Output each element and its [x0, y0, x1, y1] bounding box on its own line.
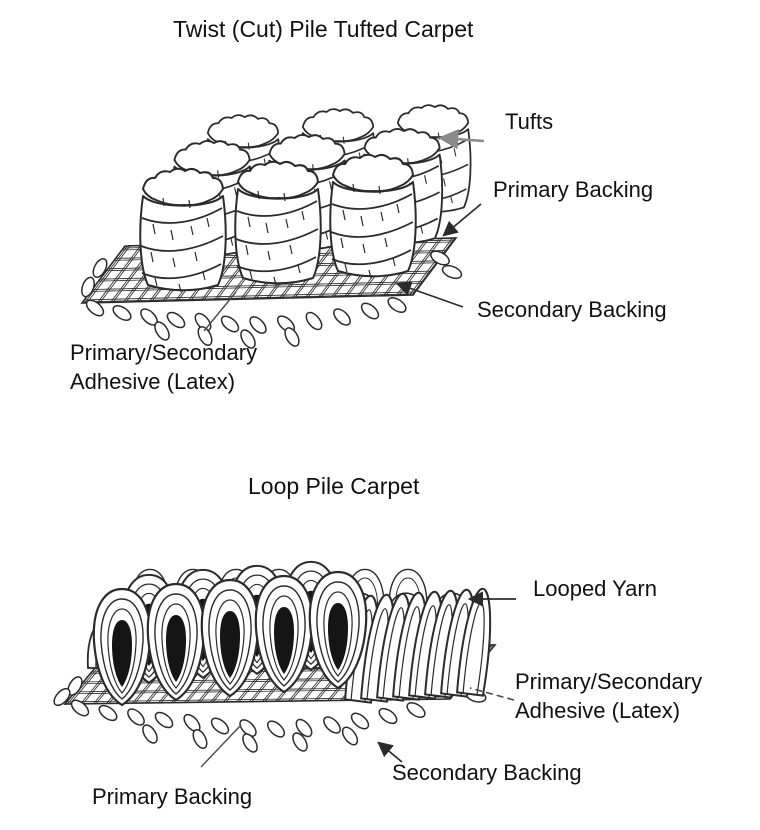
- adhesive-leader-line: [203, 291, 237, 332]
- looped-yarn-label: Looped Yarn: [533, 576, 657, 601]
- loop-pile-illustration: [50, 560, 498, 756]
- tufts-label: Tufts: [505, 109, 554, 134]
- adhesive-label-line1: Primary/Secondary: [70, 340, 258, 365]
- loop-secondary-backing-arrow: [377, 741, 403, 763]
- loop-primary-backing-leader-line: [200, 724, 242, 768]
- loop-adhesive-label-line1: Primary/Secondary: [515, 669, 703, 694]
- primary-backing-arrow: [442, 203, 482, 237]
- tufted-carpet-illustration: [78, 104, 472, 352]
- secondary-backing-arrow: [395, 281, 464, 308]
- tufted-carpet-annotation-lines: [203, 129, 485, 332]
- tufted-carpet-title: Twist (Cut) Pile Tufted Carpet: [173, 16, 474, 42]
- tufts-arrow: [437, 129, 485, 150]
- loop-pile-title: Loop Pile Carpet: [248, 473, 420, 499]
- loop-adhesive-leader-line: [469, 687, 515, 701]
- adhesive-label: Primary/Secondary Adhesive (Latex): [70, 338, 257, 396]
- primary-backing-label: Primary Backing: [493, 177, 654, 202]
- adhesive-label-line2: Adhesive (Latex): [70, 369, 236, 394]
- loop-adhesive-label-line2: Adhesive (Latex): [515, 698, 681, 723]
- secondary-backing-label: Secondary Backing: [477, 297, 667, 322]
- loop-adhesive-label: Primary/Secondary Adhesive (Latex): [515, 667, 702, 725]
- loop-secondary-backing-label: Secondary Backing: [392, 760, 582, 785]
- loop-primary-backing-label: Primary Backing: [92, 784, 253, 809]
- side-view-loop-ribbons: [343, 586, 498, 704]
- loop-pile-annotation-lines: [200, 591, 516, 768]
